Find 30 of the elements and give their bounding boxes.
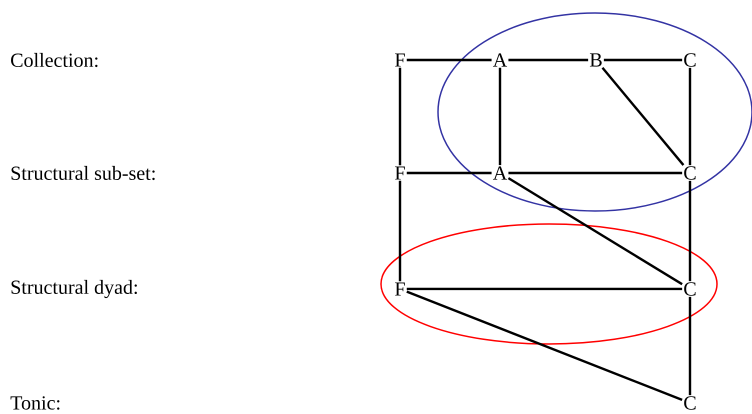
note-letter: F [393, 165, 407, 181]
row-label: Collection: [11, 52, 98, 68]
note-letter: C [682, 281, 698, 297]
connector-line [398, 180, 402, 282]
note-letter: F [393, 281, 407, 297]
row-label: Tonic: [10, 396, 60, 410]
connector-line [508, 58, 588, 62]
note-letter: C [682, 165, 698, 181]
note-letter: A [492, 165, 508, 181]
connector-line [688, 296, 692, 396]
note-letter: C [682, 52, 698, 68]
connector-line [688, 68, 692, 166]
connector-line [398, 68, 402, 166]
highlight-ellipse [380, 223, 718, 345]
connector-line [406, 290, 683, 402]
connector-line [688, 180, 692, 282]
connector-line [406, 288, 682, 290]
connector-line [508, 177, 683, 286]
connector-line [498, 68, 502, 166]
connector-line [508, 172, 682, 174]
note-letter: B [588, 52, 604, 68]
connector-line [604, 58, 682, 62]
note-letter: C [682, 395, 698, 411]
note-letter: F [393, 52, 407, 68]
connector-line [602, 67, 684, 166]
note-letter: A [492, 52, 508, 68]
row-label: Structural sub-set: [12, 166, 155, 180]
connector-line [406, 58, 492, 62]
connector-line [406, 172, 492, 174]
row-label: Structural dyad: [12, 280, 137, 298]
